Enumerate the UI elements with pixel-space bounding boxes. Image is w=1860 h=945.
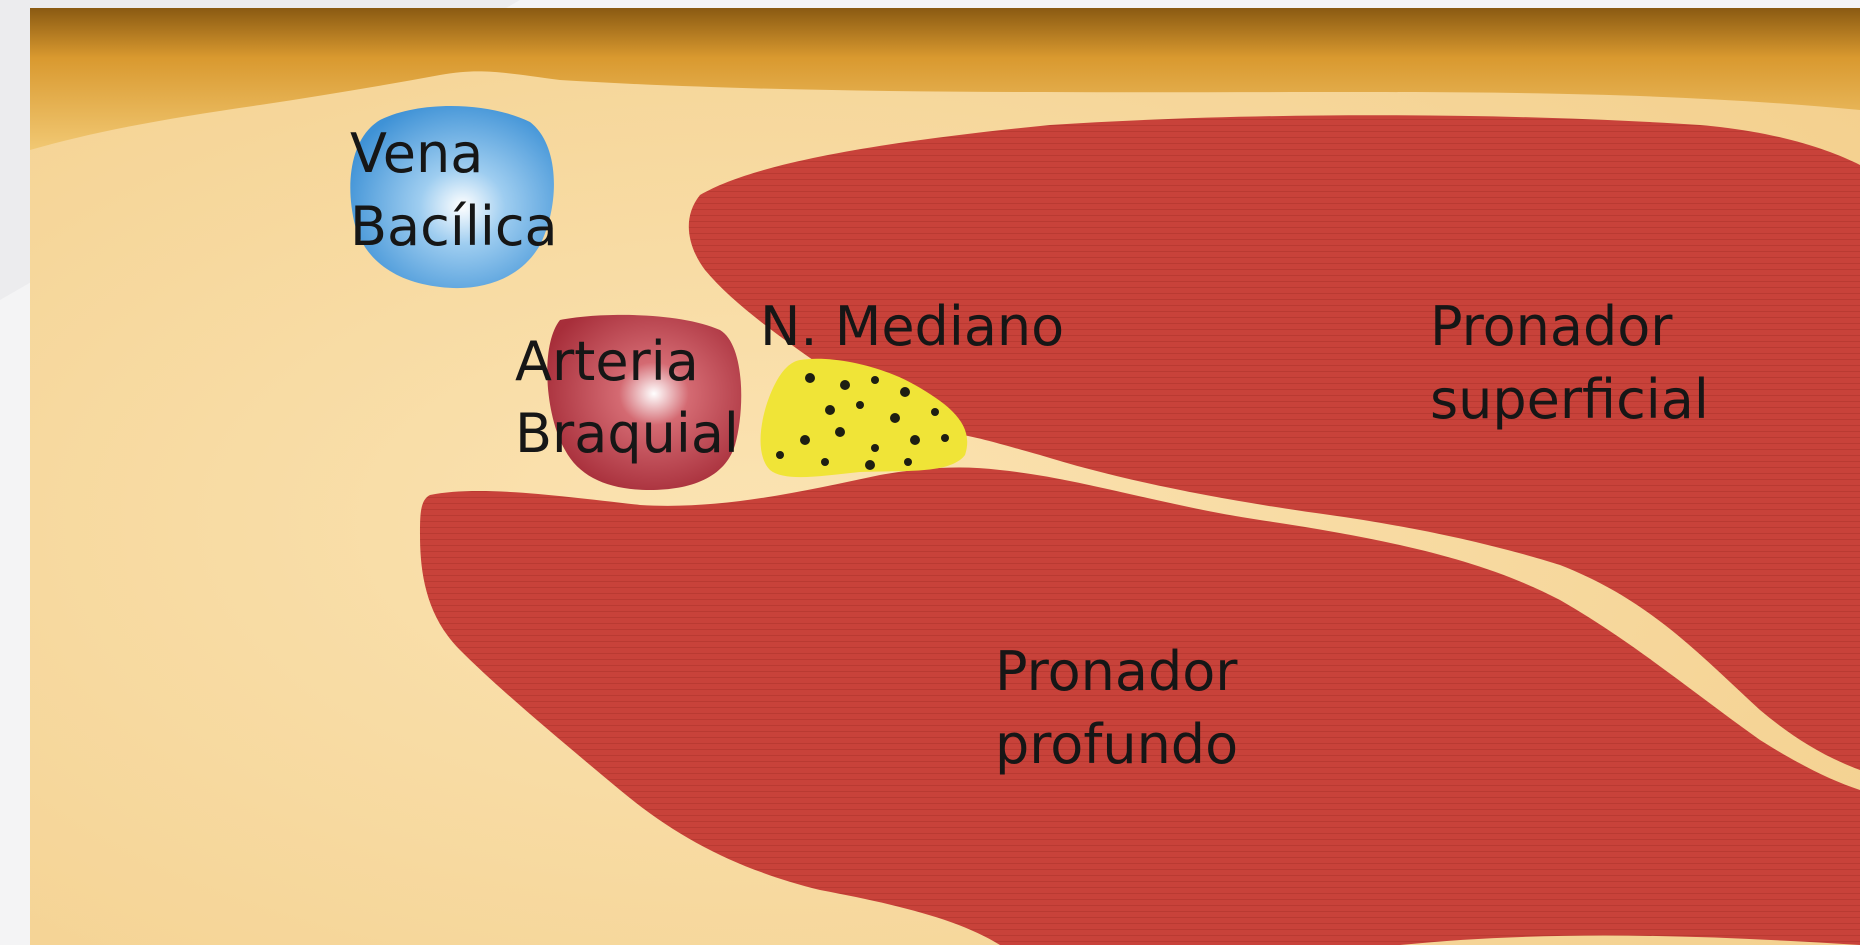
label-pronador-profundo-line2: profundo xyxy=(995,713,1238,776)
label-pronador-superficial-line2: superficial xyxy=(1430,368,1709,431)
label-pronador-superficial-line1: Pronador xyxy=(1430,295,1673,358)
label-vena-line2: Bacílica xyxy=(350,195,558,258)
label-nervio-mediano: N. Mediano xyxy=(760,295,1064,358)
label-arteria-line2: Braquial xyxy=(515,402,739,465)
label-arteria-line1: Arteria xyxy=(515,330,699,393)
label-pronador-profundo-line1: Pronador xyxy=(995,640,1238,703)
label-vena-line1: Vena xyxy=(350,122,483,185)
